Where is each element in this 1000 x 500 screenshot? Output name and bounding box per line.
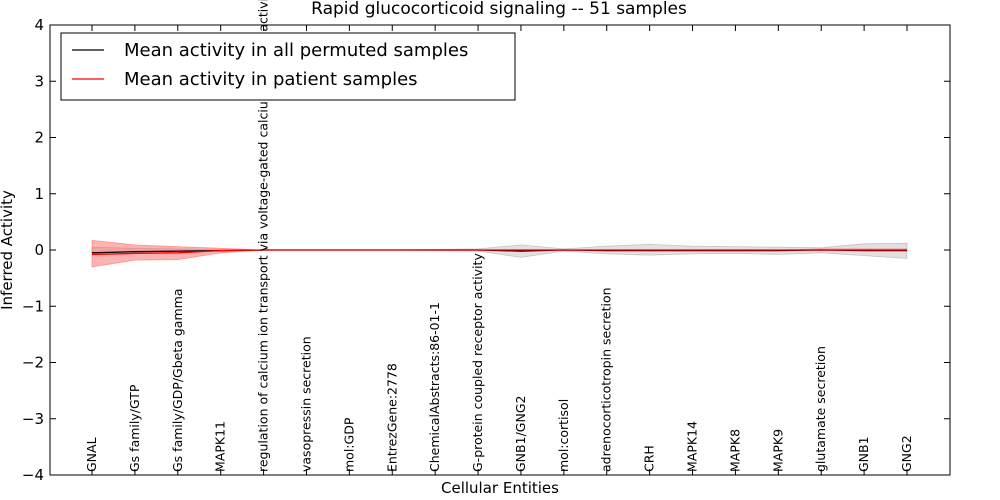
y-tick-label: −4 [22,466,44,484]
y-tick-label: 2 [34,129,44,147]
category-label: mol:cortisol [556,399,571,472]
chart-title: Rapid glucocorticoid signaling -- 51 sam… [311,0,687,19]
category-label: GNB1/GNG2 [513,396,528,472]
category-label: GNAL [84,437,99,472]
legend-label-patient: Mean activity in patient samples [124,69,418,90]
legend-label-permuted: Mean activity in all permuted samples [124,40,468,61]
y-tick-label: 1 [34,185,44,203]
legend-box [60,32,516,101]
category-label: GNB1 [856,436,871,472]
y-tick-label: 4 [34,16,44,34]
y-axis-ticks: −4 −3 −2 −1 0 1 2 3 4 [22,16,950,484]
category-label: mol:GDP [341,417,356,472]
legend: Mean activity in all permuted samples Me… [60,32,516,101]
category-label: GNG2 [899,435,914,472]
series-lines [91,249,907,256]
category-label: EntrezGene:2778 [384,363,399,472]
category-label: MAPK9 [770,429,785,472]
category-label: adrenocorticotropin secretion [599,287,614,472]
category-label: vasopressin secretion [299,336,314,472]
y-tick-label: −3 [22,410,44,428]
x-axis-ticks [91,25,908,475]
y-tick-label: 0 [34,241,44,259]
confidence-bands [91,239,908,268]
category-label: G-protein coupled receptor activity [470,253,485,472]
category-label: Gs family/GDP/Gbeta gamma [170,289,185,472]
series-line [91,249,907,256]
y-tick-label: −2 [22,354,44,372]
x-axis-title: Cellular Entities [441,479,559,497]
y-axis-title: Inferred Activity [0,190,16,310]
category-label: Gs family/GTP [127,384,142,472]
category-labels: GNAL Gs family/GTP Gs family/GDP/Gbeta gam… [84,0,914,472]
y-tick-label: −1 [22,297,44,315]
category-label: regulation of calcium ion transport via … [256,0,271,472]
category-label: MAPK14 [685,421,700,472]
category-label: glutamate secretion [813,346,828,472]
category-label: ChemicalAbstracts:86-01-1 [427,302,442,472]
y-tick-label: 3 [34,72,44,90]
category-label: MAPK8 [727,429,742,472]
category-label: MAPK11 [213,421,228,472]
category-label: CRH [642,445,657,472]
